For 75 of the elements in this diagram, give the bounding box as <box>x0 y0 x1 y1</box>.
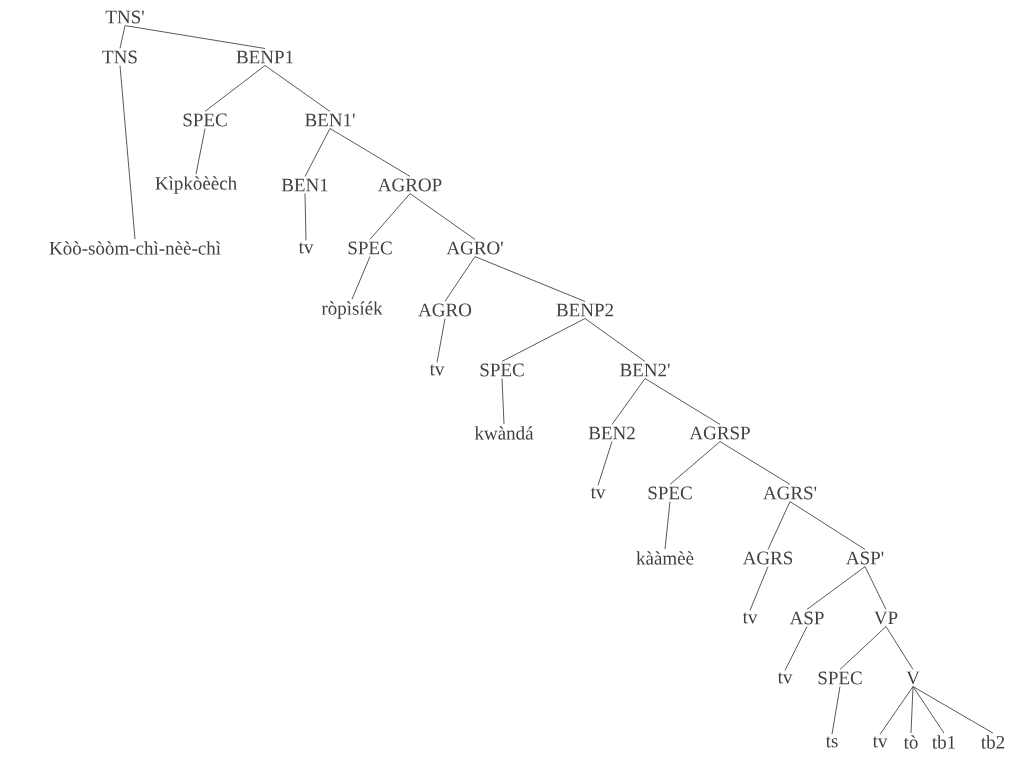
node-label: SPEC <box>480 363 524 377</box>
node-label: BEN2' <box>620 363 670 377</box>
branch-line <box>584 318 646 362</box>
branch-line <box>669 441 721 485</box>
branch-line <box>329 128 411 177</box>
node-label: AGRS' <box>763 486 817 500</box>
node-label: TNS' <box>105 10 144 24</box>
branch-line <box>474 256 586 302</box>
branch-line <box>501 318 586 362</box>
branch-line <box>351 256 371 300</box>
branch-line <box>444 256 476 302</box>
branch-line <box>912 686 994 734</box>
node-label: AGRO <box>418 303 472 317</box>
branch-line <box>597 441 613 486</box>
branch-line <box>749 566 769 611</box>
branch-line <box>885 626 914 670</box>
branch-line <box>789 501 866 550</box>
node-label: tb2 <box>981 735 1005 749</box>
node-label: AGRSP <box>689 426 750 440</box>
branch-line <box>784 626 808 671</box>
branch-line <box>644 378 721 425</box>
node-label: ASP <box>789 611 824 625</box>
branch-line <box>195 128 206 175</box>
node-label: ts <box>825 736 838 748</box>
node-label: tv <box>429 364 445 376</box>
branch-line <box>304 193 307 241</box>
node-label: SPEC <box>648 486 692 500</box>
branch-line <box>831 686 841 735</box>
node-label: BENP2 <box>556 303 613 317</box>
node-label: kààmèè <box>636 551 694 565</box>
node-label: AGROP <box>378 178 442 192</box>
branch-line <box>839 626 887 670</box>
node-label: tb1 <box>932 735 955 749</box>
node-label: ròpìsíék <box>321 301 383 319</box>
branch-line <box>912 686 945 734</box>
branch-line <box>409 193 476 240</box>
node-label: V <box>906 671 920 685</box>
node-label: ASP' <box>846 551 884 565</box>
branch-line <box>806 566 866 610</box>
branch-line <box>611 378 646 425</box>
node-label: tv <box>777 672 793 684</box>
node-label: SPEC <box>818 671 862 685</box>
node-label: AGRS <box>742 551 793 565</box>
branch-line <box>436 318 446 363</box>
node-label: Kìpkòèèch <box>155 176 237 194</box>
branch-line <box>264 65 331 112</box>
node-label: TNS <box>102 50 137 64</box>
branch-line <box>864 566 887 610</box>
branch-line <box>204 65 266 112</box>
branch-line <box>304 128 331 177</box>
node-label: VP <box>874 611 898 625</box>
branch-line <box>124 25 266 49</box>
node-label: tv <box>298 242 314 254</box>
branch-line <box>501 378 505 425</box>
node-label: SPEC <box>183 113 227 127</box>
node-label: Kòò-sòòm-chì-nèè-chì <box>49 241 221 255</box>
node-label: tv <box>872 736 888 748</box>
branch-line <box>767 501 791 550</box>
node-label: BEN2 <box>588 426 635 440</box>
node-label: kwàndá <box>474 426 534 440</box>
branch-line <box>719 441 791 485</box>
node-label: tò <box>903 735 918 749</box>
branch-line <box>369 193 411 240</box>
node-label: SPEC <box>348 241 392 255</box>
node-label: tv <box>742 612 758 624</box>
branch-line <box>119 65 136 240</box>
branch-line <box>879 686 914 735</box>
node-label: AGRO' <box>446 241 503 255</box>
branch-line <box>664 501 671 550</box>
node-label: BENP1 <box>236 50 293 64</box>
branch-line <box>910 686 914 734</box>
node-label: tv <box>590 487 606 499</box>
node-label: BEN1 <box>281 178 328 192</box>
branch-line <box>119 25 126 49</box>
node-label: BEN1' <box>305 113 355 127</box>
